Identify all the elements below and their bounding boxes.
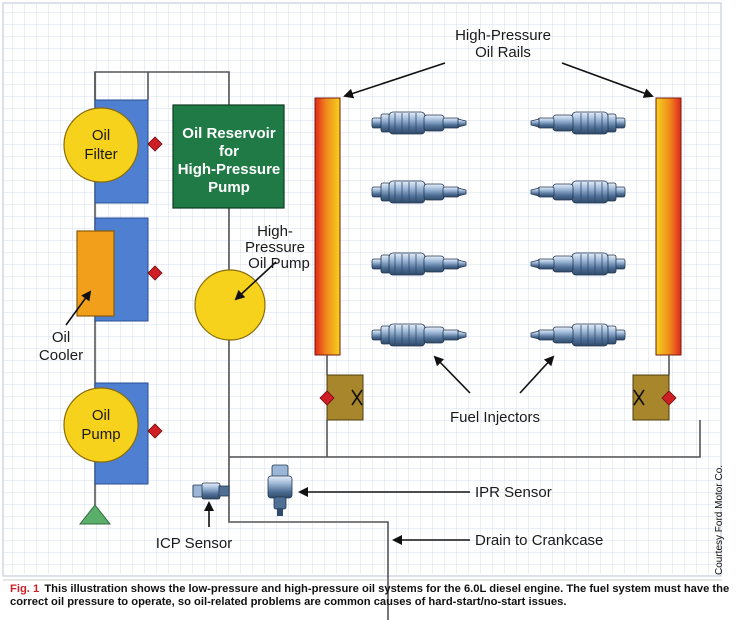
svg-text:for: for bbox=[219, 143, 239, 160]
svg-text:High-Pressure: High-Pressure bbox=[178, 161, 281, 178]
oil-filter-label-2: Filter bbox=[84, 146, 117, 163]
check-valve-icon bbox=[147, 265, 163, 281]
left-oil-rail bbox=[314, 97, 341, 356]
check-valve-icon bbox=[147, 423, 163, 439]
right-valve-symbol-icon bbox=[633, 389, 645, 406]
svg-text:Pump: Pump bbox=[208, 179, 250, 196]
oil-filter-label-1: Oil bbox=[92, 127, 110, 144]
svg-text:Oil: Oil bbox=[52, 329, 70, 346]
svg-text:Oil: Oil bbox=[92, 407, 110, 424]
figure-caption: Fig. 1 This illustration shows the low-p… bbox=[10, 583, 730, 609]
oil-cooler-label-1: Oil bbox=[52, 329, 70, 346]
oil-filter bbox=[63, 107, 139, 183]
high-pressure-oil-pump bbox=[194, 269, 266, 341]
rail-pointer-left bbox=[343, 62, 446, 99]
left-valve-symbol-icon bbox=[351, 389, 363, 406]
rail-pointer-right bbox=[561, 62, 654, 98]
svg-text:Oil Pump: Oil Pump bbox=[248, 255, 310, 272]
check-valve-icon bbox=[661, 390, 677, 406]
svg-text:Oil Rails: Oil Rails bbox=[475, 44, 531, 61]
oil-cooler-label-2: Cooler bbox=[39, 347, 83, 364]
svg-text:Cooler: Cooler bbox=[39, 347, 83, 364]
injector-pointer-right bbox=[519, 355, 555, 394]
sump-icon bbox=[78, 504, 112, 525]
rails-label-2: Oil Rails bbox=[475, 44, 531, 61]
drain-label: Drain to Crankcase bbox=[475, 532, 603, 549]
check-valve-icon bbox=[319, 390, 335, 406]
icp-sensor-label: ICP Sensor bbox=[156, 535, 232, 552]
fuel-injectors-label: Fuel Injectors bbox=[450, 409, 540, 426]
oil-pump bbox=[63, 387, 139, 463]
svg-text:High-: High- bbox=[257, 223, 293, 240]
hp-pump-label-3: Oil Pump bbox=[248, 255, 310, 272]
figure-number: Fig. 1 bbox=[10, 583, 40, 595]
hp-pump-label-2: Pressure bbox=[245, 239, 305, 256]
injector-pointer-left bbox=[433, 355, 471, 394]
icp-sensor-icon bbox=[192, 482, 230, 500]
oil-cooler-pointer bbox=[65, 290, 92, 326]
ipr-sensor-label: IPR Sensor bbox=[475, 484, 552, 501]
reservoir-label-4: Pump bbox=[208, 179, 250, 196]
svg-text:Pump: Pump bbox=[81, 426, 120, 443]
ipr-sensor-icon bbox=[267, 464, 293, 516]
rails-label-1: High-Pressure bbox=[455, 27, 551, 44]
hp-pump-pointer bbox=[234, 261, 277, 301]
svg-text:Filter: Filter bbox=[84, 146, 117, 163]
right-oil-rail bbox=[655, 97, 682, 356]
caption-text: This illustration shows the low-pressure… bbox=[10, 583, 730, 608]
oil-reservoir bbox=[172, 104, 285, 209]
oil-pump-label-1: Oil bbox=[92, 407, 110, 424]
svg-text:Pressure: Pressure bbox=[245, 239, 305, 256]
check-valve-icon bbox=[147, 136, 163, 152]
oil-pump-label-2: Pump bbox=[81, 426, 120, 443]
oil-lines bbox=[94, 71, 701, 620]
reservoir-label-2: for bbox=[219, 143, 239, 160]
figure-frame bbox=[2, 2, 722, 577]
hp-pump-label-1: High- bbox=[257, 223, 293, 240]
image-credit: Courtesy Ford Motor Co. bbox=[714, 464, 725, 575]
svg-text:Oil Reservoir: Oil Reservoir bbox=[182, 125, 276, 142]
svg-text:High-Pressure: High-Pressure bbox=[455, 27, 551, 44]
reservoir-label-1: Oil Reservoir bbox=[182, 125, 276, 142]
svg-text:Oil: Oil bbox=[92, 127, 110, 144]
reservoir-label-3: High-Pressure bbox=[178, 161, 281, 178]
